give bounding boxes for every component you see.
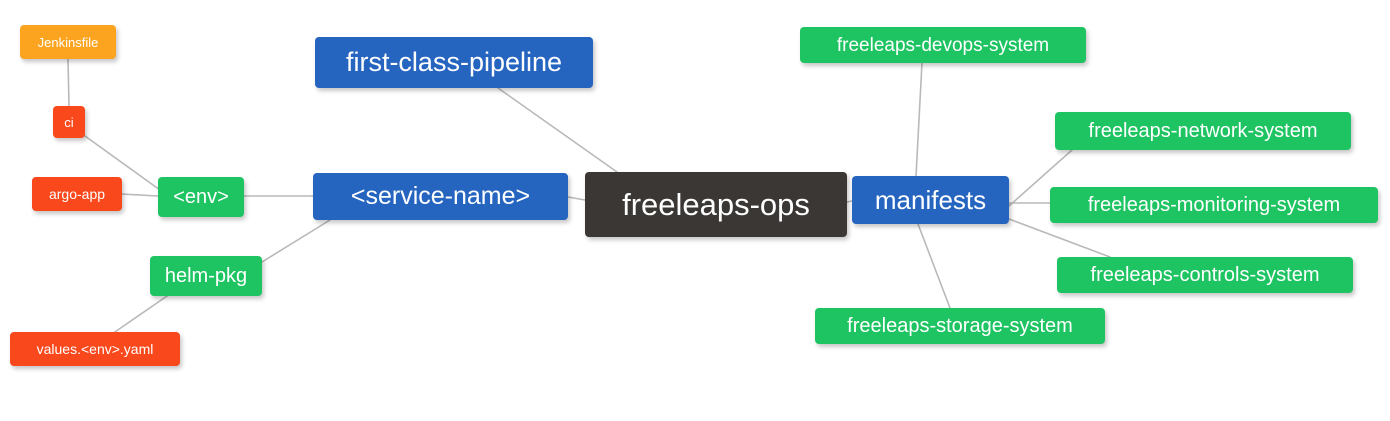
- node-label-jenkinsfile: Jenkinsfile: [37, 34, 99, 50]
- node-label-argo-app: argo-app: [48, 186, 106, 202]
- node-env[interactable]: <env>: [158, 177, 244, 217]
- node-manifests[interactable]: manifests: [852, 176, 1009, 224]
- node-label-freeleaps-network-system: freeleaps-network-system: [1088, 120, 1318, 142]
- node-freeleaps-ops[interactable]: freeleaps-ops: [585, 172, 847, 237]
- node-service-name[interactable]: <service-name>: [313, 173, 568, 220]
- node-label-values-yaml: values.<env>.yaml: [36, 341, 154, 357]
- edge-helm-pkg-to-values-yaml: [111, 293, 171, 335]
- node-ci[interactable]: ci: [53, 106, 85, 138]
- node-label-freeleaps-monitoring-system: freeleaps-monitoring-system: [1087, 194, 1341, 216]
- node-freeleaps-devops-system[interactable]: freeleaps-devops-system: [800, 27, 1086, 63]
- node-label-freeleaps-controls-system: freeleaps-controls-system: [1090, 264, 1320, 286]
- node-label-freeleaps-devops-system: freeleaps-devops-system: [836, 34, 1050, 56]
- edge-jenkinsfile-to-ci: [67, 58, 70, 107]
- node-label-freeleaps-ops: freeleaps-ops: [622, 187, 810, 222]
- edge-argo-app-to-env: [121, 193, 159, 197]
- node-freeleaps-network-system[interactable]: freeleaps-network-system: [1055, 112, 1351, 150]
- node-label-ci: ci: [64, 114, 74, 130]
- node-label-helm-pkg: helm-pkg: [164, 265, 248, 287]
- node-helm-pkg[interactable]: helm-pkg: [150, 256, 262, 296]
- node-label-service-name: <service-name>: [350, 182, 531, 210]
- node-jenkinsfile[interactable]: Jenkinsfile: [20, 25, 116, 59]
- node-label-env: <env>: [173, 186, 229, 208]
- node-label-first-class-pipeline: first-class-pipeline: [345, 47, 563, 77]
- node-freeleaps-monitoring-system[interactable]: freeleaps-monitoring-system: [1050, 187, 1378, 223]
- node-label-manifests: manifests: [874, 185, 987, 215]
- node-argo-app[interactable]: argo-app: [32, 177, 122, 211]
- node-first-class-pipeline[interactable]: first-class-pipeline: [315, 37, 593, 88]
- edge-manifests-to-freeleaps-devops-system: [915, 62, 923, 177]
- node-freeleaps-controls-system[interactable]: freeleaps-controls-system: [1057, 257, 1353, 293]
- edge-manifests-to-freeleaps-storage-system: [917, 223, 951, 309]
- node-values-yaml[interactable]: values.<env>.yaml: [10, 332, 180, 366]
- node-freeleaps-storage-system[interactable]: freeleaps-storage-system: [815, 308, 1105, 344]
- edge-manifests-to-freeleaps-controls-system: [1008, 218, 1111, 258]
- node-label-freeleaps-storage-system: freeleaps-storage-system: [847, 315, 1073, 337]
- edge-service-name-to-freeleaps-ops: [567, 196, 586, 201]
- edge-service-name-to-helm-pkg: [261, 219, 331, 263]
- edge-first-class-pipeline-to-freeleaps-ops: [497, 87, 618, 173]
